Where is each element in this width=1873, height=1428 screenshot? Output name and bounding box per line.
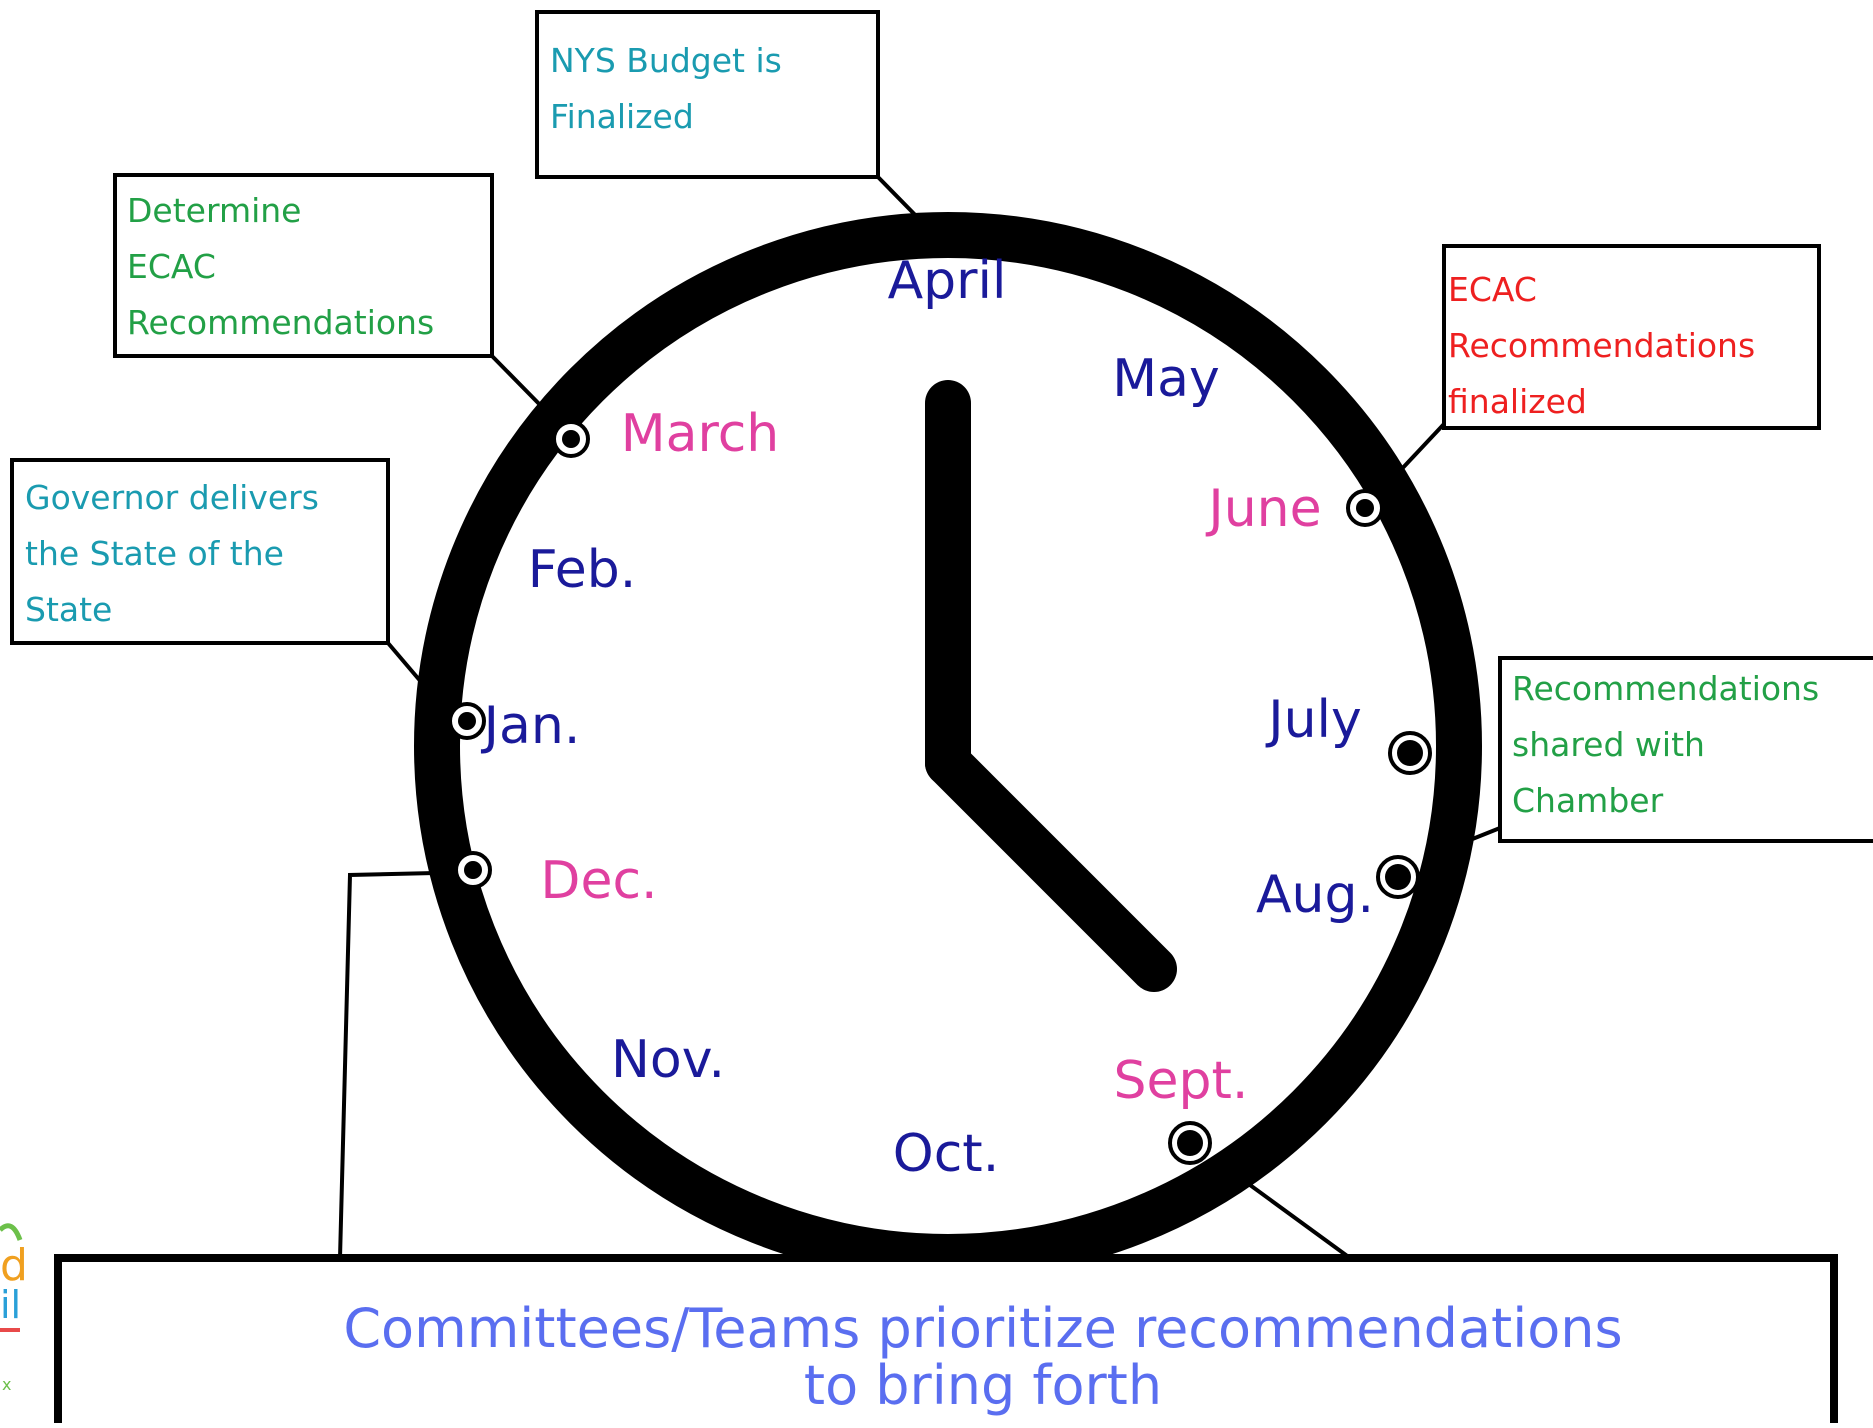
callout-determine-line1: Determine bbox=[127, 191, 301, 230]
callout-shared: Recommendations shared with Chamber bbox=[1498, 656, 1873, 843]
callout-committees-line1: Committees/Teams prioritize recommendati… bbox=[343, 1297, 1622, 1360]
marker-aug bbox=[1376, 855, 1420, 899]
callout-governor-line2: the State of the bbox=[25, 534, 284, 573]
callout-shared-line1: Recommendations bbox=[1512, 669, 1819, 708]
month-nov: Nov. bbox=[611, 1030, 725, 1090]
month-april: April bbox=[888, 251, 1007, 311]
callout-determine-line3: Recommendations bbox=[127, 303, 434, 342]
month-june: June bbox=[1205, 479, 1321, 539]
callout-finalized-line2: Recommendations bbox=[1448, 326, 1755, 365]
logo-fragment-1: d bbox=[0, 1240, 28, 1291]
month-dec: Dec. bbox=[540, 851, 657, 911]
leader-committees-right bbox=[1248, 1183, 1352, 1260]
month-sept: Sept. bbox=[1114, 1051, 1249, 1111]
leader-lines bbox=[338, 175, 1502, 1260]
month-oct: Oct. bbox=[893, 1124, 999, 1184]
callout-finalized: ECAC Recommendations finalized bbox=[1442, 244, 1821, 430]
logo-fragment: d il x bbox=[0, 1223, 28, 1394]
callout-governor-line3: State bbox=[25, 590, 112, 629]
month-labels: April May June July Aug. Sept. Oct. Nov.… bbox=[481, 251, 1374, 1184]
marker-july bbox=[1388, 731, 1432, 775]
month-may: May bbox=[1112, 349, 1220, 409]
callout-finalized-line1: ECAC bbox=[1448, 270, 1537, 309]
minute-hand bbox=[925, 740, 1177, 992]
callout-budget-line1: NYS Budget is bbox=[550, 41, 782, 80]
logo-fragment-2: il bbox=[0, 1283, 21, 1327]
callout-governor: Governor delivers the State of the State bbox=[10, 458, 390, 645]
leader-finalized bbox=[1396, 422, 1446, 475]
callout-budget: NYS Budget is Finalized bbox=[535, 10, 880, 179]
month-july: July bbox=[1265, 690, 1362, 750]
logo-fragment-3: x bbox=[2, 1375, 11, 1394]
callout-committees: Committees/Teams prioritize recommendati… bbox=[54, 1254, 1838, 1428]
leader-committees-left bbox=[338, 871, 436, 1259]
month-jan: Jan. bbox=[481, 696, 581, 756]
month-feb: Feb. bbox=[528, 540, 637, 600]
leader-governor bbox=[386, 641, 424, 685]
marker-jan bbox=[448, 702, 486, 740]
callout-shared-line2: shared with bbox=[1512, 725, 1705, 764]
marker-dec bbox=[454, 851, 492, 889]
callout-shared-line3: Chamber bbox=[1512, 781, 1664, 820]
marker-june bbox=[1346, 489, 1384, 527]
month-aug: Aug. bbox=[1256, 865, 1374, 925]
callout-finalized-line3: finalized bbox=[1448, 382, 1587, 421]
marker-march bbox=[552, 420, 590, 458]
callout-budget-line2: Finalized bbox=[550, 97, 694, 136]
marker-sept bbox=[1168, 1121, 1212, 1165]
callout-committees-line2: to bring forth bbox=[804, 1354, 1162, 1417]
month-march: March bbox=[621, 404, 780, 464]
callout-determine-line2: ECAC bbox=[127, 247, 216, 286]
callout-determine: Determine ECAC Recommendations bbox=[113, 173, 494, 358]
clock-hands bbox=[925, 380, 1177, 992]
marker-dots bbox=[448, 420, 1432, 1165]
callout-governor-line1: Governor delivers bbox=[25, 478, 319, 517]
